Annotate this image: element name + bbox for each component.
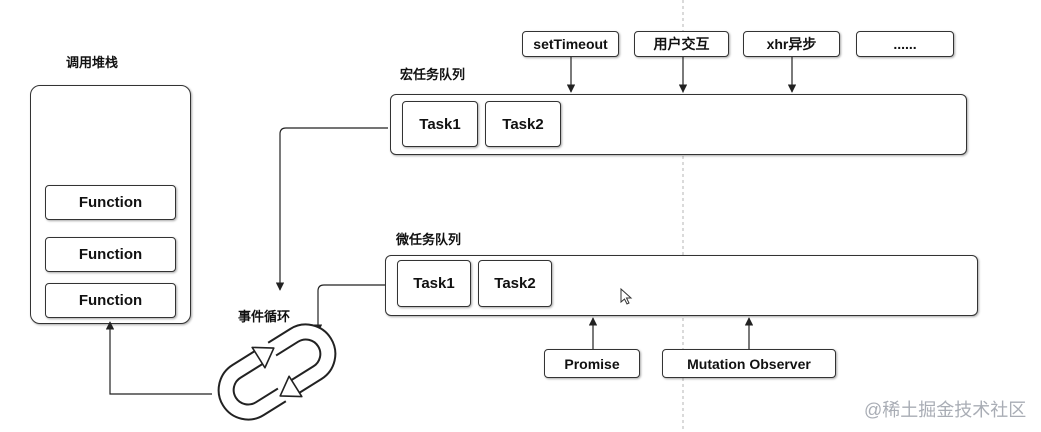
micro-queue-title: 微任务队列 (396, 232, 462, 247)
macro-source-xhr: xhr异步 (743, 31, 840, 57)
event-loop-label: 事件循环 (238, 309, 291, 324)
macro-queue-title: 宏任务队列 (400, 67, 466, 82)
arrow-loop-to-stack (105, 321, 212, 395)
call-stack-title: 调用堆栈 (66, 55, 119, 70)
arrow-macro-to-loop (275, 127, 388, 291)
micro-task-2: Task2 (478, 260, 552, 307)
macro-task-1: Task1 (402, 101, 478, 147)
call-stack-function-2: Function (45, 237, 176, 272)
mouse-cursor-icon (620, 287, 633, 305)
call-stack-function-3: Function (45, 283, 176, 318)
event-loop-cycle-icon (217, 323, 337, 421)
macro-source-ellipsis: ...... (856, 31, 954, 57)
call-stack-function-1: Function (45, 185, 176, 220)
watermark-text: @稀土掘金技术社区 (864, 400, 1027, 420)
micro-source-mutation-observer: Mutation Observer (662, 349, 836, 378)
micro-task-1: Task1 (397, 260, 471, 307)
arrow-micro-to-loop (313, 284, 385, 333)
micro-source-promise: Promise (544, 349, 640, 378)
macro-task-2: Task2 (485, 101, 561, 147)
macro-source-user-interaction: 用户交互 (634, 31, 729, 57)
macro-source-settimeout: setTimeout (522, 31, 619, 57)
